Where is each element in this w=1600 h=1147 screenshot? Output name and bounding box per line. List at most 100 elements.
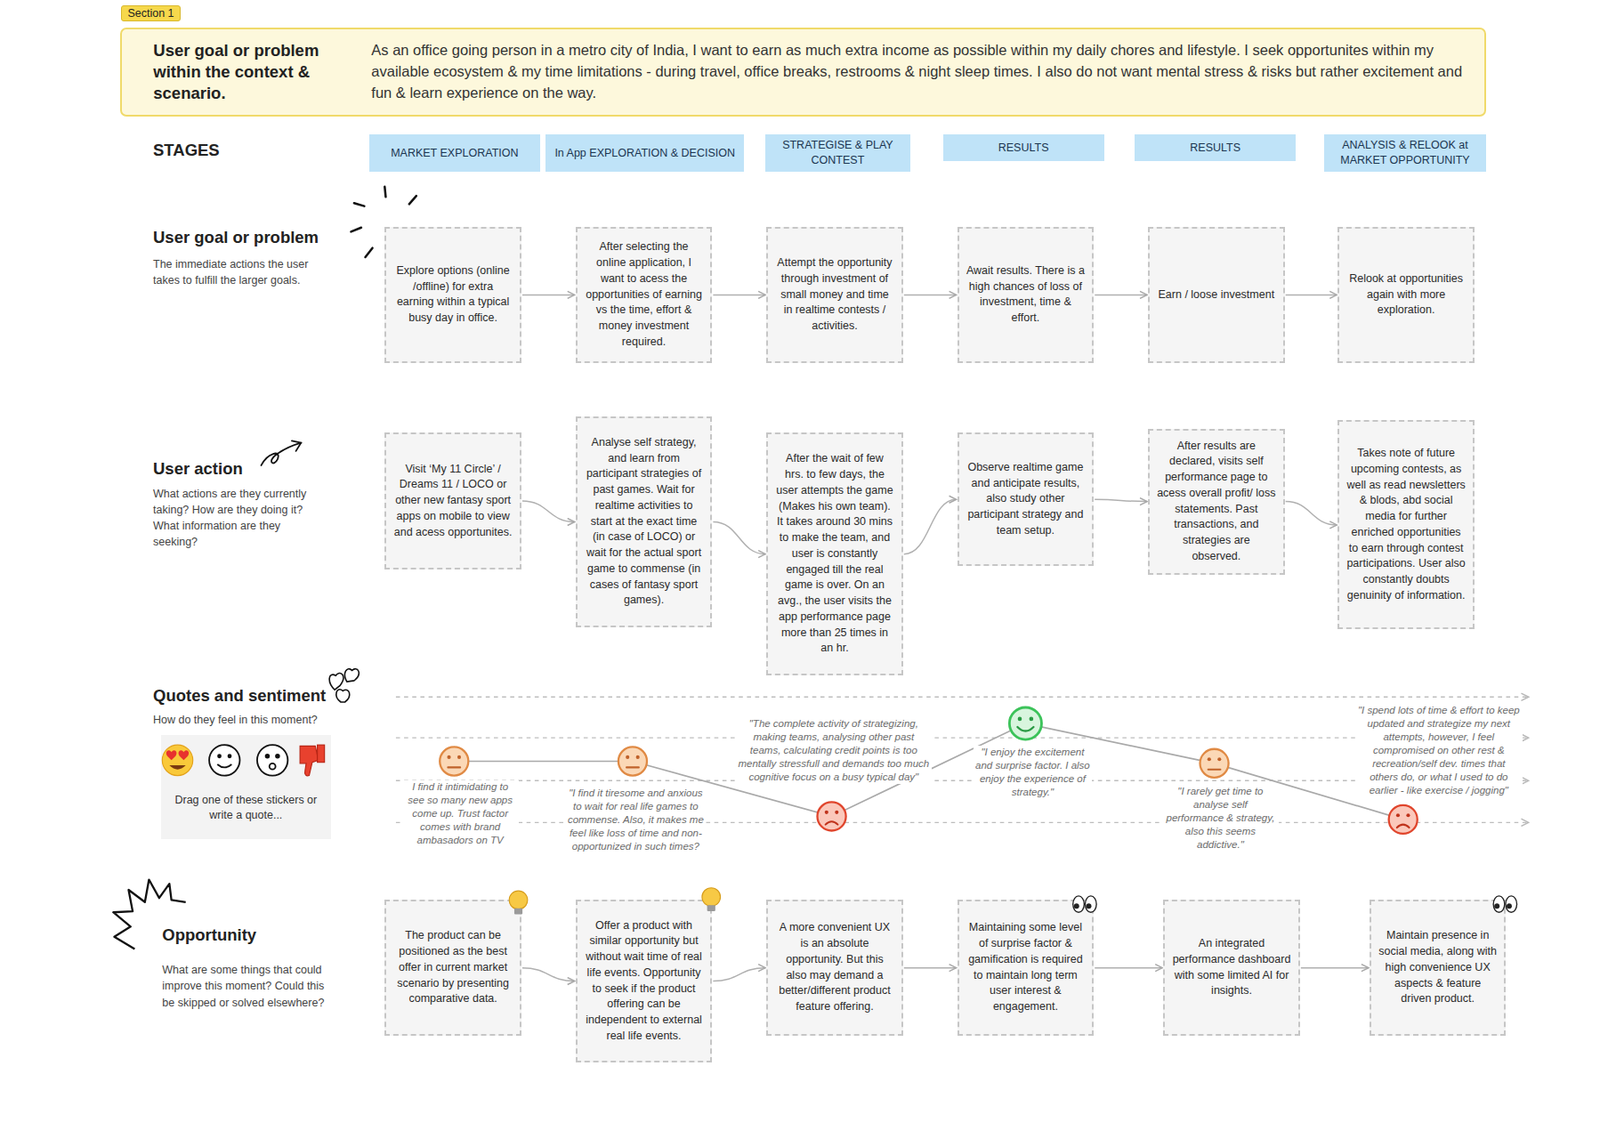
flow-arrow [712, 294, 766, 297]
node-text: Observe realtime game and anticipate res… [966, 460, 1086, 540]
node-text: Analyse self strategy, and learn from pa… [584, 435, 704, 609]
flow-arrow [522, 294, 575, 297]
arrow-doodle [261, 440, 302, 466]
goal-box: Earn / loose investment [1147, 226, 1285, 364]
node-text: An integrated performance dashboard with… [1171, 936, 1292, 1000]
node-text: RESULTS [948, 140, 1099, 156]
row-description: The immediate actions the user takes to … [153, 256, 327, 289]
node-text: Maintain presence in social media, along… [1378, 928, 1498, 1008]
opportunity-box: An integrated performance dashboard with… [1163, 899, 1301, 1036]
node-text: Await results. There is a high chances o… [966, 263, 1086, 327]
node-text: Takes note of future upcoming contests, … [1346, 445, 1466, 605]
node-text: Attempt the opportunity through investme… [775, 255, 895, 335]
opportunity-box: Offer a product with similar opportunity… [575, 899, 713, 1062]
goal-box: Await results. There is a high chances o… [957, 226, 1095, 364]
node-text: Relook at opportunities again with more … [1346, 271, 1466, 319]
flow-arrow [1094, 967, 1163, 970]
opportunity-box: The product can be positioned as the bes… [384, 899, 522, 1036]
flow-arrow [1301, 967, 1369, 970]
row-description: What are some things that could improve … [161, 961, 331, 1011]
node-text: A more convenient UX is an absolute oppo… [775, 920, 895, 1016]
user-quote: "I find it tiresome and anxious to wait … [565, 786, 706, 854]
neutral-face [1200, 749, 1229, 778]
row-description: What actions are they currently taking? … [153, 485, 322, 551]
row-description: How do they feel in this moment? [153, 711, 348, 728]
action-box: Visit ‘My 11 Circle’ / Dreams 11 / LOCO … [384, 432, 522, 570]
hearts-doodle [329, 669, 359, 703]
action-box: Takes note of future upcoming contests, … [1337, 420, 1475, 630]
opportunity-box: Maintaining some level of surprise facto… [957, 899, 1095, 1036]
heart-eyes-sticker [161, 744, 193, 776]
node-text: Drag one of these stickers or write a qu… [168, 792, 324, 824]
flow-arrow [904, 967, 957, 970]
node-heading: User goal or problem within the context … [153, 40, 345, 105]
action-box: After the wait of few hrs. to few days, … [766, 432, 904, 676]
flow-arrow [712, 522, 766, 555]
row-heading: Opportunity [161, 925, 257, 946]
node-text: Maintaining some level of surprise facto… [966, 920, 1086, 1016]
section-heading: STAGES [153, 140, 220, 161]
stage-tab: RESULTS [1134, 134, 1296, 162]
happy-face [1009, 707, 1042, 740]
node-text: In App EXPLORATION & DECISION [550, 145, 738, 162]
node-text: MARKET EXPLORATION [374, 145, 534, 162]
surprised-sticker [257, 744, 288, 776]
user-quote: I find it intimidating to see so many ne… [402, 780, 519, 848]
node-text: After the wait of few hrs. to few days, … [775, 451, 895, 657]
flow-arrow [904, 499, 957, 554]
flow-arrow [712, 968, 766, 982]
flow-arrow [904, 294, 957, 297]
bulb-icon [509, 890, 528, 914]
user-quote: "I rarely get time to analyse self perfo… [1162, 784, 1279, 852]
node-text: Visit ‘My 11 Circle’ / Dreams 11 / LOCO … [393, 461, 513, 542]
stage-tab: RESULTS [943, 134, 1105, 162]
sticker-panel: Drag one of these stickers or write a qu… [161, 735, 331, 840]
node-text: RESULTS [1139, 140, 1291, 156]
sad-face [816, 801, 846, 831]
action-box: Analyse self strategy, and learn from pa… [575, 416, 713, 628]
eyes-icon [1073, 896, 1097, 913]
node-text: The product can be positioned as the bes… [393, 928, 513, 1008]
goal-box: Explore options (online /offline) for ex… [384, 226, 522, 364]
stage-tab: STRATEGISE & PLAY CONTEST [765, 134, 911, 172]
flow-arrow [1285, 294, 1338, 297]
opportunity-box: Maintain presence in social media, along… [1369, 899, 1507, 1036]
flow-arrow [1094, 294, 1148, 297]
node-text: ANALYSIS & RELOOK at MARKET OPPORTUNITY [1329, 137, 1480, 169]
row-heading: User goal or problem [153, 227, 319, 248]
row-heading: Quotes and sentiment [153, 686, 326, 706]
node-text: STRATEGISE & PLAY CONTEST [770, 137, 906, 169]
action-box: Observe realtime game and anticipate res… [957, 432, 1095, 566]
section-tag: Section 1 [121, 5, 180, 22]
row-heading: User action [153, 459, 243, 479]
node-text: After results are declared, visits self … [1156, 438, 1277, 566]
flow-arrow [1094, 499, 1148, 502]
node-text: As an office going person in a metro cit… [371, 40, 1466, 105]
neutral-face [439, 746, 469, 776]
user-quote: "The complete activity of strategizing, … [735, 717, 932, 784]
smile-sticker [209, 744, 240, 776]
user-quote: "I spend lots of time & effort to keep u… [1355, 703, 1523, 798]
node-text: Earn / loose investment [1156, 287, 1277, 304]
goal-box: Attempt the opportunity through investme… [766, 226, 904, 364]
sad-face [1389, 805, 1418, 834]
goal-box: After selecting the online application, … [575, 226, 713, 364]
flow-arrow [522, 968, 575, 982]
neutral-face [618, 746, 647, 776]
flow-arrow [1285, 501, 1338, 526]
stage-tab: ANALYSIS & RELOOK at MARKET OPPORTUNITY [1324, 134, 1486, 172]
goal-box: Relook at opportunities again with more … [1337, 226, 1475, 364]
thumbs-down-sticker [299, 744, 325, 776]
context-banner: User goal or problem within the context … [120, 27, 1486, 117]
opportunity-box: A more convenient UX is an absolute oppo… [766, 899, 904, 1036]
flow-arrow [522, 501, 575, 523]
action-box: After results are declared, visits self … [1147, 428, 1285, 575]
stage-tab: In App EXPLORATION & DECISION [545, 134, 744, 171]
node-text: After selecting the online application, … [584, 239, 704, 350]
node-text: Explore options (online /offline) for ex… [393, 263, 513, 327]
user-quote: "I enjoy the excitement and surprise fac… [973, 745, 1092, 800]
stage-tab: MARKET EXPLORATION [369, 134, 540, 171]
eyes-icon [1493, 896, 1517, 913]
node-text: Offer a product with similar opportunity… [584, 918, 704, 1045]
bulb-icon [702, 888, 721, 912]
